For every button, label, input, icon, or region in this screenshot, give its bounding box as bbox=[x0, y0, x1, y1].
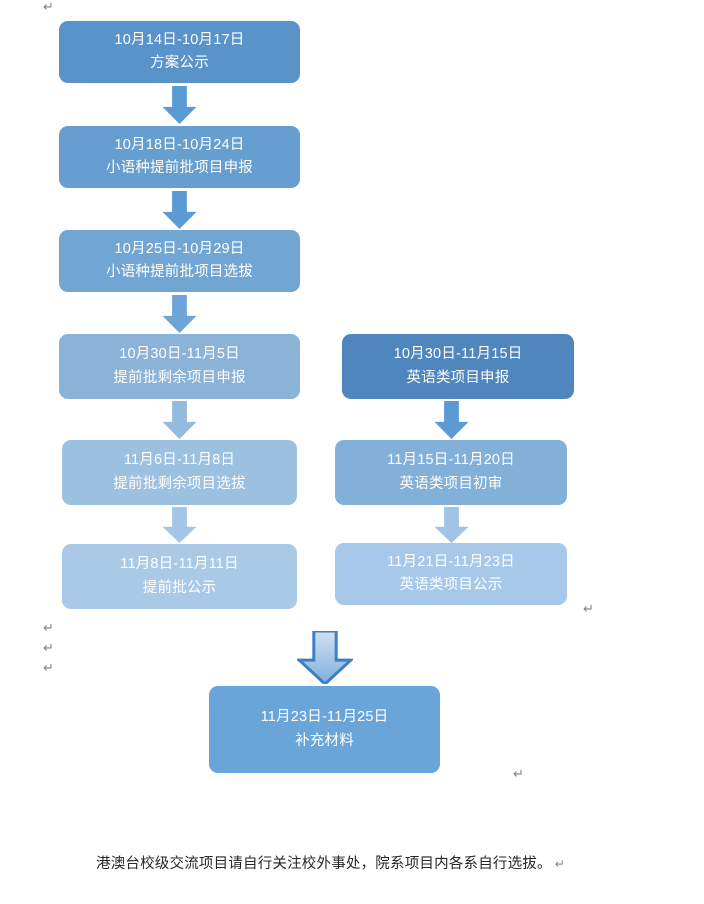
process-box-stage-label: 补充材料 bbox=[295, 732, 354, 749]
paragraph-mark-pilcrow-left-2: ↵ bbox=[43, 640, 54, 655]
paragraph-mark-pilcrow-right-low: ↵ bbox=[513, 766, 524, 781]
process-box-stage-label: 小语种提前批项目选拔 bbox=[106, 264, 253, 280]
process-box-stage-label: 小语种提前批项目申报 bbox=[106, 160, 253, 176]
process-box-left-3[interactable]: 10月25日-10月29日小语种提前批项目选拔 bbox=[59, 230, 300, 292]
process-box-stage-label: 提前批公示 bbox=[142, 579, 217, 596]
process-box-stage-label: 英语类项目初审 bbox=[399, 475, 503, 492]
process-box-right-1[interactable]: 10月30日-11月15日英语类项目申报 bbox=[342, 334, 574, 399]
process-box-date-range: 11月8日-11月11日 bbox=[120, 556, 239, 573]
paragraph-mark-pilcrow-right-mid: ↵ bbox=[583, 601, 594, 616]
flow-arrow-arrow-left-4-5 bbox=[161, 401, 198, 439]
process-box-date-range: 10月25日-10月29日 bbox=[114, 240, 245, 257]
process-box-stage-label: 方案公示 bbox=[150, 55, 209, 71]
process-box-date-range: 10月30日-11月5日 bbox=[119, 346, 240, 363]
process-box-date-range: 10月18日-10月24日 bbox=[114, 136, 245, 153]
footnote-text: 港澳台校级交流项目请自行关注校外事处，院系项目内各系自行选拔。↵ bbox=[96, 852, 565, 873]
process-box-left-4[interactable]: 10月30日-11月5日提前批剩余项目申报 bbox=[59, 334, 300, 399]
flow-arrow-arrow-left-2-3 bbox=[161, 191, 198, 229]
flow-arrow-arrow-left-5-6 bbox=[161, 507, 198, 543]
paragraph-mark-pilcrow-top: ↵ bbox=[43, 0, 54, 14]
process-box-left-5[interactable]: 11月6日-11月8日提前批剩余项目选拔 bbox=[62, 440, 297, 505]
flow-arrow-arrow-right-2-3 bbox=[433, 507, 470, 543]
flow-arrow-arrow-merge bbox=[297, 631, 353, 684]
process-box-date-range: 11月23日-11月25日 bbox=[260, 709, 389, 726]
paragraph-mark-pilcrow-left-3: ↵ bbox=[43, 660, 54, 675]
process-box-left-2[interactable]: 10月18日-10月24日小语种提前批项目申报 bbox=[59, 126, 300, 188]
process-box-stage-label: 提前批剩余项目选拔 bbox=[113, 475, 246, 492]
process-box-date-range: 11月21日-11月23日 bbox=[387, 553, 515, 570]
process-box-left-6[interactable]: 11月8日-11月11日提前批公示 bbox=[62, 544, 297, 609]
footnote-label: 港澳台校级交流项目请自行关注校外事处，院系项目内各系自行选拔。 bbox=[96, 856, 552, 872]
flow-arrow-arrow-left-1-2 bbox=[161, 86, 198, 124]
footnote-paragraph-mark: ↵ bbox=[554, 857, 565, 871]
process-box-right-3[interactable]: 11月21日-11月23日英语类项目公示 bbox=[335, 543, 567, 605]
process-box-stage-label: 英语类项目申报 bbox=[406, 369, 510, 386]
process-box-left-1[interactable]: 10月14日-10月17日方案公示 bbox=[59, 21, 300, 83]
process-box-date-range: 11月6日-11月8日 bbox=[123, 452, 236, 469]
flow-arrow-arrow-left-3-4 bbox=[161, 295, 198, 333]
flow-arrow-arrow-right-1-2 bbox=[433, 401, 470, 439]
process-box-date-range: 10月30日-11月15日 bbox=[393, 346, 523, 363]
process-box-merge-1[interactable]: 11月23日-11月25日补充材料 bbox=[209, 686, 440, 773]
process-box-stage-label: 英语类项目公示 bbox=[399, 577, 503, 593]
process-box-date-range: 10月14日-10月17日 bbox=[114, 31, 245, 48]
process-box-date-range: 11月15日-11月20日 bbox=[387, 452, 515, 469]
process-box-right-2[interactable]: 11月15日-11月20日英语类项目初审 bbox=[335, 440, 567, 505]
paragraph-mark-pilcrow-left-1: ↵ bbox=[43, 620, 54, 635]
process-box-stage-label: 提前批剩余项目申报 bbox=[113, 369, 246, 386]
